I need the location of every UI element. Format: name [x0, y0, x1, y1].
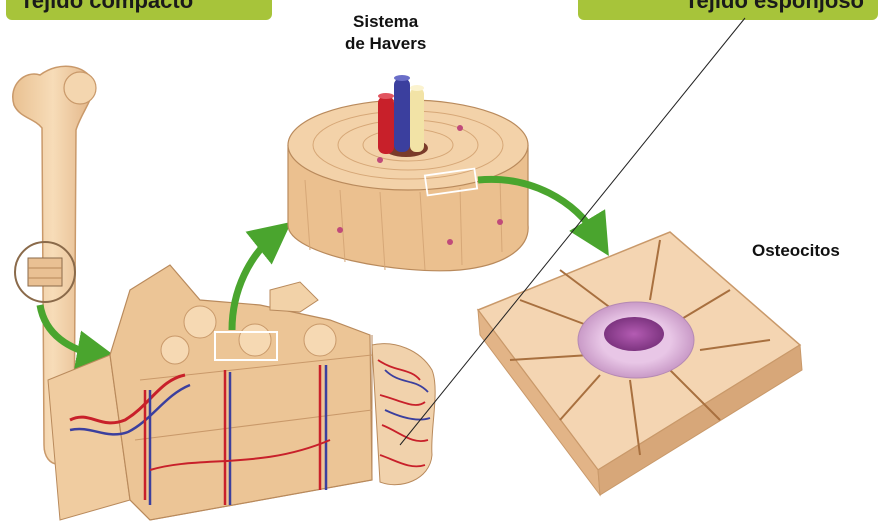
- bone-block: [48, 265, 372, 520]
- osteocyte-block: [478, 232, 802, 495]
- haversian-vessels: [378, 75, 424, 154]
- spongy-tissue: [372, 344, 435, 485]
